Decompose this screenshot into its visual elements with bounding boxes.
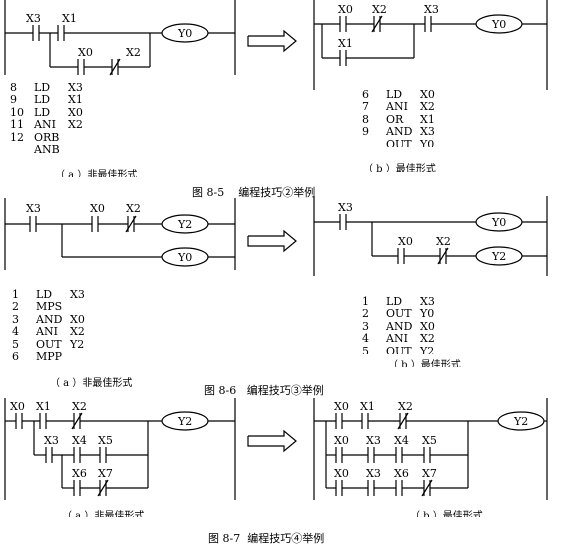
contact-label: X0 bbox=[334, 467, 349, 480]
coil-label: Y2 bbox=[177, 218, 192, 231]
transform-arrow-icon bbox=[247, 229, 297, 253]
fig85-left-caption: （ a ）非最佳形式 bbox=[55, 170, 138, 177]
coil-label: Y2 bbox=[513, 415, 528, 428]
transform-arrow-icon bbox=[247, 29, 297, 53]
contact-label: X0 bbox=[398, 235, 413, 248]
fig87-left-caption: （ a ）非最佳形式 bbox=[62, 511, 145, 517]
contact-label: X3 bbox=[26, 12, 41, 25]
contact-label: X6 bbox=[72, 467, 87, 480]
figure-title: 编程技巧④举例 bbox=[247, 532, 325, 545]
contact-label: X0 bbox=[90, 202, 105, 215]
contact-label: X4 bbox=[72, 434, 87, 447]
contact-label: X0 bbox=[78, 46, 93, 59]
contact-label: X3 bbox=[26, 202, 41, 215]
contact-label: X5 bbox=[422, 434, 437, 447]
fig85-left-ladder: X3 X1 X0 X2 Y0 bbox=[4, 0, 236, 76]
coil-label: Y0 bbox=[177, 27, 192, 40]
contact-label: X1 bbox=[36, 400, 51, 413]
contact-label: X7 bbox=[98, 467, 113, 480]
contact-label: X2 bbox=[398, 400, 413, 413]
contact-label: X3 bbox=[424, 3, 439, 16]
coil-label: Y2 bbox=[177, 415, 192, 428]
contact-label: X2 bbox=[126, 46, 141, 59]
contact-label: X3 bbox=[44, 434, 59, 447]
fig87-title: 图 8-7 编程技巧④举例 bbox=[208, 530, 324, 546]
contact-label: X5 bbox=[98, 434, 113, 447]
contact-label: X3 bbox=[338, 201, 353, 214]
coil-label: Y0 bbox=[491, 18, 506, 31]
contact-label: X2 bbox=[372, 3, 387, 16]
contact-label: X6 bbox=[394, 467, 409, 480]
transform-arrow-icon bbox=[247, 429, 297, 453]
contact-label: X3 bbox=[366, 434, 381, 447]
fig86-right-ladder: X3 X0 X2 Y0 Y2 bbox=[313, 196, 548, 276]
figure-label: 图 8-7 bbox=[208, 532, 241, 545]
fig85-right-ladder: X0 X2 X3 X1 Y0 bbox=[313, 0, 548, 90]
fig87-left-ladder: X0 X1 X2 X3 X4 X5 X6 X7 Y2 bbox=[4, 398, 236, 500]
fig87-right-caption: （ b ）最佳形式 bbox=[410, 511, 483, 517]
program-line: ANB bbox=[34, 142, 60, 156]
figure-label: 图 8-6 bbox=[204, 384, 237, 397]
figure-label: 图 8-5 bbox=[192, 186, 225, 199]
contact-label: X2 bbox=[436, 235, 451, 248]
fig86-left-caption: （ a ）非最佳形式 bbox=[50, 378, 133, 387]
contact-label: X3 bbox=[366, 467, 381, 480]
coil-label: Y0 bbox=[177, 251, 192, 264]
coil-label: Y2 bbox=[491, 250, 506, 263]
contact-label: X0 bbox=[334, 434, 349, 447]
contact-label: X0 bbox=[334, 400, 349, 413]
contact-label: X7 bbox=[422, 467, 437, 480]
coil-label: Y0 bbox=[491, 216, 506, 229]
fig85-right-caption: （ b ）最佳形式 bbox=[363, 164, 436, 172]
contact-label: X2 bbox=[126, 202, 141, 215]
contact-label: X1 bbox=[360, 400, 375, 413]
fig86-left-ladder: X3 X0 X2 Y2 Y0 bbox=[4, 198, 236, 270]
contact-label: X0 bbox=[10, 400, 25, 413]
figure-title: 编程技巧②举例 bbox=[238, 186, 316, 199]
contact-label: X4 bbox=[394, 434, 409, 447]
fig87-right-ladder: X0 X1 X2 X0 X3 X4 X5 X0 X3 X6 X7 Y2 bbox=[313, 398, 548, 500]
contact-label: X2 bbox=[72, 400, 87, 413]
fig85-title: 图 8-5 编程技巧②举例 bbox=[192, 184, 315, 200]
figure-title: 编程技巧③举例 bbox=[246, 384, 324, 397]
fig86-title: 图 8-6 编程技巧③举例 bbox=[204, 382, 324, 398]
contact-label: X1 bbox=[338, 37, 353, 50]
contact-label: X1 bbox=[62, 12, 77, 25]
fig86-right-caption: （ b ）最佳形式 bbox=[388, 360, 461, 367]
contact-label: X0 bbox=[338, 3, 353, 16]
